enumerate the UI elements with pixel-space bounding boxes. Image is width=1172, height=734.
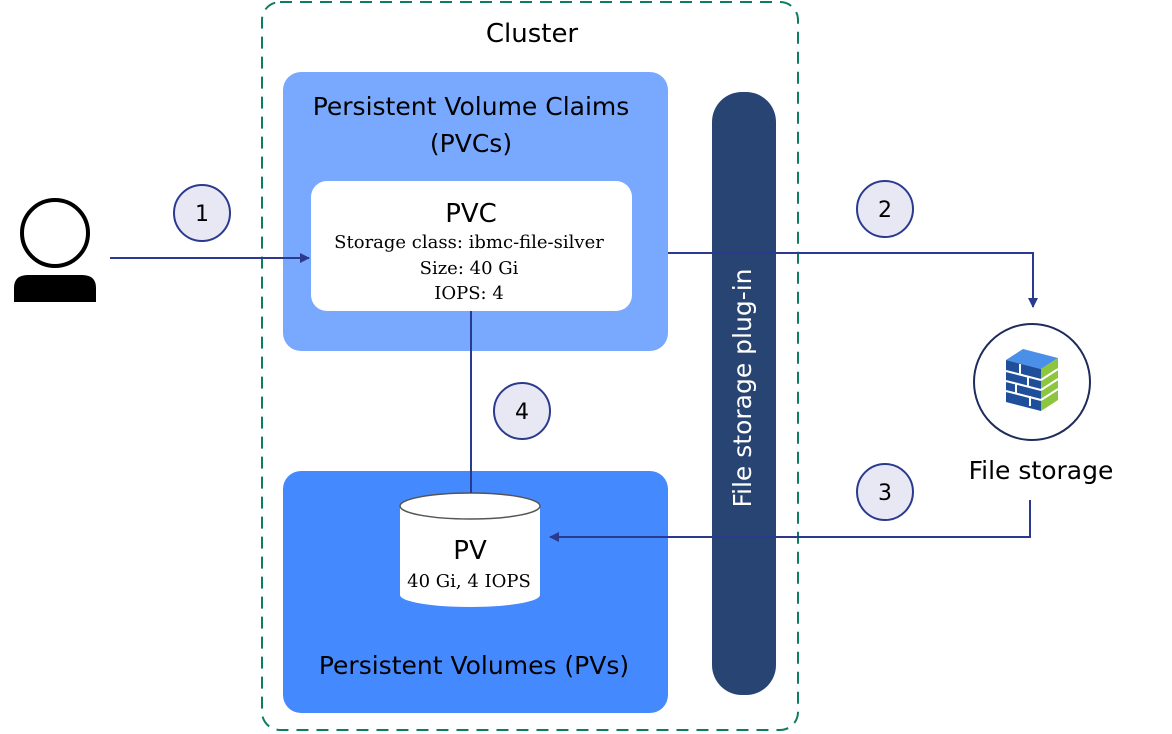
step-1-badge: 1 <box>173 184 231 242</box>
svg-text:1: 1 <box>195 202 209 227</box>
connector-pvc-to-storage <box>668 252 1038 308</box>
plugin-label: File storage plug-in <box>728 268 757 507</box>
step-4-badge: 4 <box>493 382 551 440</box>
file-storage-icon[interactable] <box>973 323 1091 441</box>
pvcs-title-line1: Persistent Volume Claims <box>313 92 630 121</box>
file-storage-plugin[interactable]: File storage plug-in <box>712 92 776 695</box>
step-2-badge: 2 <box>856 180 914 238</box>
pv-detail: 40 Gi, 4 IOPS <box>407 571 531 592</box>
pvs-group: Persistent Volumes (PVs) PV 40 Gi, 4 IOP… <box>283 471 668 713</box>
pvc-storage-class: Storage class: ibmc-file-silver <box>334 232 604 253</box>
user-icon[interactable] <box>14 198 96 302</box>
pvcs-group: Persistent Volume Claims (PVCs) PVC Stor… <box>283 72 668 351</box>
connector-storage-to-pv <box>549 500 1031 542</box>
pvc-card-title: PVC <box>445 199 497 229</box>
pvs-title: Persistent Volumes (PVs) <box>319 651 629 680</box>
pv-title: PV <box>453 536 487 566</box>
pv-cylinder[interactable] <box>399 492 541 607</box>
cluster-label: Cluster <box>486 19 579 49</box>
pvcs-title-line2: (PVCs) <box>430 129 512 158</box>
pvc-card[interactable] <box>311 181 632 311</box>
plugin-bar <box>712 92 776 695</box>
file-storage-label: File storage <box>969 456 1114 485</box>
pvc-size: Size: 40 Gi <box>420 258 519 279</box>
cluster-boundary <box>261 1 799 731</box>
pvc-iops: IOPS: 4 <box>434 283 504 304</box>
svg-text:4: 4 <box>515 400 529 425</box>
svg-text:3: 3 <box>878 481 892 506</box>
step-3-badge: 3 <box>856 463 914 521</box>
svg-text:2: 2 <box>878 198 892 223</box>
